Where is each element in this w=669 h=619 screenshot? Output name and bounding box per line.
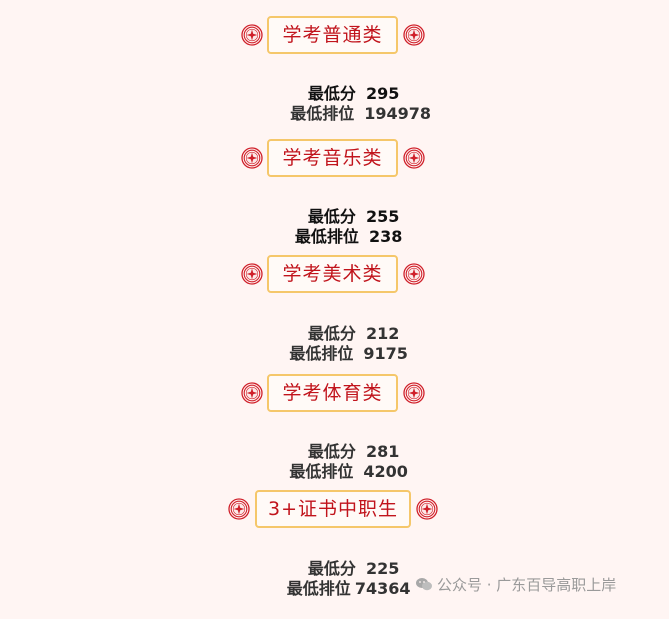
- watermark: 公众号 · 广东百导高职上岸: [416, 572, 616, 596]
- min-score-line: 最低分 255: [0, 187, 669, 247]
- min-rank-value: 238: [368, 227, 403, 246]
- min-rank-line: 最低排位 9175: [0, 324, 669, 384]
- min-score-value: 295: [365, 84, 400, 103]
- min-rank-line: 最低排位 4200: [0, 442, 669, 502]
- min-score-value: 212: [365, 324, 400, 343]
- red-star-seal-icon: [228, 498, 250, 520]
- min-rank-label: 最低排位: [286, 579, 351, 598]
- min-score-value: 225: [365, 559, 400, 578]
- min-score-line: 最低分 225: [0, 539, 669, 599]
- min-rank-label: 最低排位: [294, 227, 359, 246]
- category-title: 学考美术类: [267, 255, 398, 293]
- red-star-seal-icon: [416, 498, 438, 520]
- min-score-label: 最低分: [307, 559, 356, 578]
- min-score-label: 最低分: [307, 207, 356, 226]
- min-score-value: 255: [365, 207, 400, 226]
- min-rank-value: 194978: [364, 104, 432, 123]
- min-rank-value: 4200: [363, 462, 408, 481]
- red-star-seal-icon: [403, 147, 425, 169]
- red-star-seal-icon: [403, 382, 425, 404]
- red-star-seal-icon: [241, 382, 263, 404]
- min-rank-label: 最低排位: [289, 462, 354, 481]
- min-score-label: 最低分: [307, 324, 356, 343]
- min-score-label: 最低分: [307, 442, 356, 461]
- category-title: 学考体育类: [267, 374, 398, 412]
- min-score-label: 最低分: [307, 84, 356, 103]
- min-rank-label: 最低排位: [289, 344, 354, 363]
- min-score-line: 最低分 295: [0, 64, 669, 124]
- min-score-line: 最低分 212: [0, 304, 669, 364]
- category-title: 学考音乐类: [267, 139, 398, 177]
- wechat-icon: [416, 577, 432, 591]
- category-title: 3+证书中职生: [255, 490, 411, 528]
- red-star-seal-icon: [241, 263, 263, 285]
- min-score-line: 最低分 281: [0, 422, 669, 482]
- red-star-seal-icon: [403, 263, 425, 285]
- watermark-text: 公众号 · 广东百导高职上岸: [437, 575, 617, 594]
- category-title: 学考普通类: [267, 16, 398, 54]
- min-rank-line: 最低排位 238: [0, 207, 669, 267]
- min-rank-value: 74364: [354, 579, 411, 598]
- min-rank-line: 最低排位 194978: [0, 84, 669, 144]
- category-header: 学考体育类: [0, 374, 669, 412]
- red-star-seal-icon: [241, 24, 263, 46]
- category-header: 学考普通类: [0, 16, 669, 54]
- red-star-seal-icon: [403, 24, 425, 46]
- min-score-value: 281: [365, 442, 400, 461]
- red-star-seal-icon: [241, 147, 263, 169]
- min-rank-value: 9175: [363, 344, 408, 363]
- category-header: 学考美术类: [0, 255, 669, 293]
- category-header: 3+证书中职生: [0, 490, 669, 528]
- category-header: 学考音乐类: [0, 139, 669, 177]
- min-rank-label: 最低排位: [290, 104, 355, 123]
